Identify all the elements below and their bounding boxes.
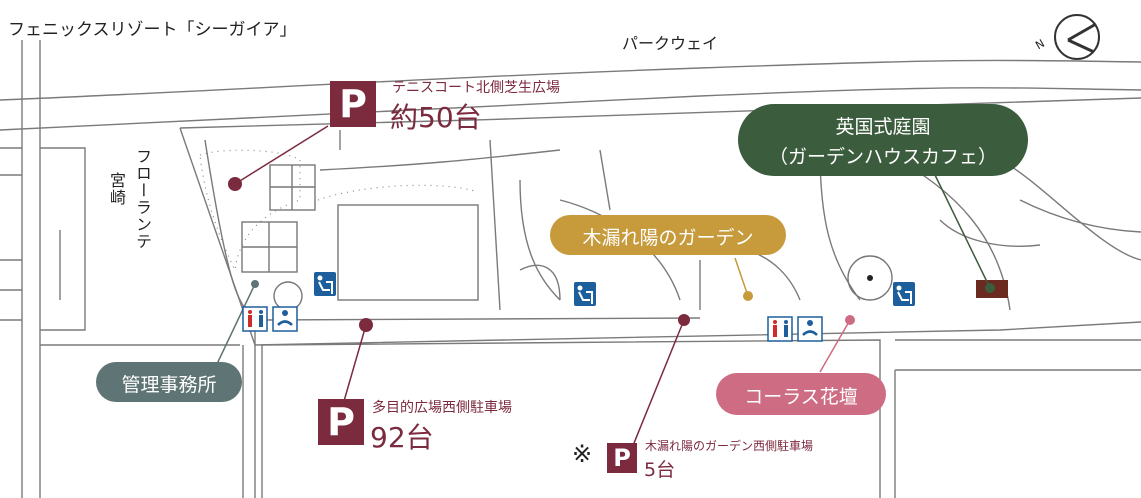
leader-komorebi [734, 257, 749, 297]
leader-english-garden [934, 174, 991, 289]
office-dot [251, 280, 259, 288]
parking-name-garden-west: 木漏れ陽のガーデン西側駐車場 [645, 439, 814, 453]
leader-chorus [819, 319, 851, 373]
road-label-parkway: パークウェイ [622, 34, 719, 53]
parking-count-north: 約50台 [390, 101, 482, 134]
office-pill [96, 362, 242, 402]
leader-office [215, 283, 256, 367]
drinking-fountain-icon [574, 282, 596, 306]
road-label-miyazaki: 宮崎 [107, 172, 126, 206]
chorus-dot [845, 315, 855, 325]
tennis-courts [241, 164, 316, 273]
drinking-fountain-icon [893, 282, 915, 306]
multipurpose-field [337, 204, 479, 301]
parking-count-west: 92台 [370, 421, 434, 454]
english-garden-label-line2: （ガーデンハウスカフェ） [768, 146, 997, 168]
map-title: フェニックスリゾート「シーガイア」 [8, 20, 297, 40]
road-network [0, 40, 1141, 498]
chorus-flowerbed-label: コーラス花壇 [744, 386, 858, 408]
chorus-pill [716, 373, 886, 415]
komorebi-pill [550, 215, 786, 255]
english-garden-dot [985, 283, 995, 293]
parking-count-garden-west: 5台 [644, 459, 676, 481]
parking-name-west: 多目的広場西側駐車場 [372, 400, 512, 416]
baby-changing-icon [272, 306, 298, 332]
office-label: 管理事務所 [121, 374, 217, 396]
komorebi-dot [743, 291, 753, 301]
leader-west-parking [341, 324, 367, 409]
leader-garden-west-parking [631, 319, 685, 449]
compass-icon [1054, 14, 1100, 60]
komorebi-label: 木漏れ陽のガーデン [582, 227, 754, 249]
english-garden-label-line1: 英国式庭園 [835, 116, 931, 138]
west-parking-dot [359, 318, 373, 332]
drinking-fountain-icon [314, 272, 336, 296]
parking-symbol-north: P [330, 81, 376, 127]
english-garden-pill [738, 104, 1028, 176]
leader-north-parking [234, 125, 329, 185]
parking-note-mark: ※ [572, 440, 593, 468]
north-parking-dot [228, 177, 242, 191]
parking-symbol-west: P [318, 399, 364, 445]
garden-west-parking-dot [678, 314, 690, 326]
parking-symbol-garden-west: P [607, 443, 637, 473]
parking-name-north: テニスコート北側芝生広場 [392, 80, 560, 96]
lawn-area-outline [199, 149, 301, 273]
baby-changing-icon [797, 316, 823, 342]
restroom-icon [767, 316, 793, 342]
road-label-floranthe: フローランテ [133, 148, 152, 250]
restroom-icon [242, 306, 268, 332]
fountain-circle [847, 255, 893, 301]
